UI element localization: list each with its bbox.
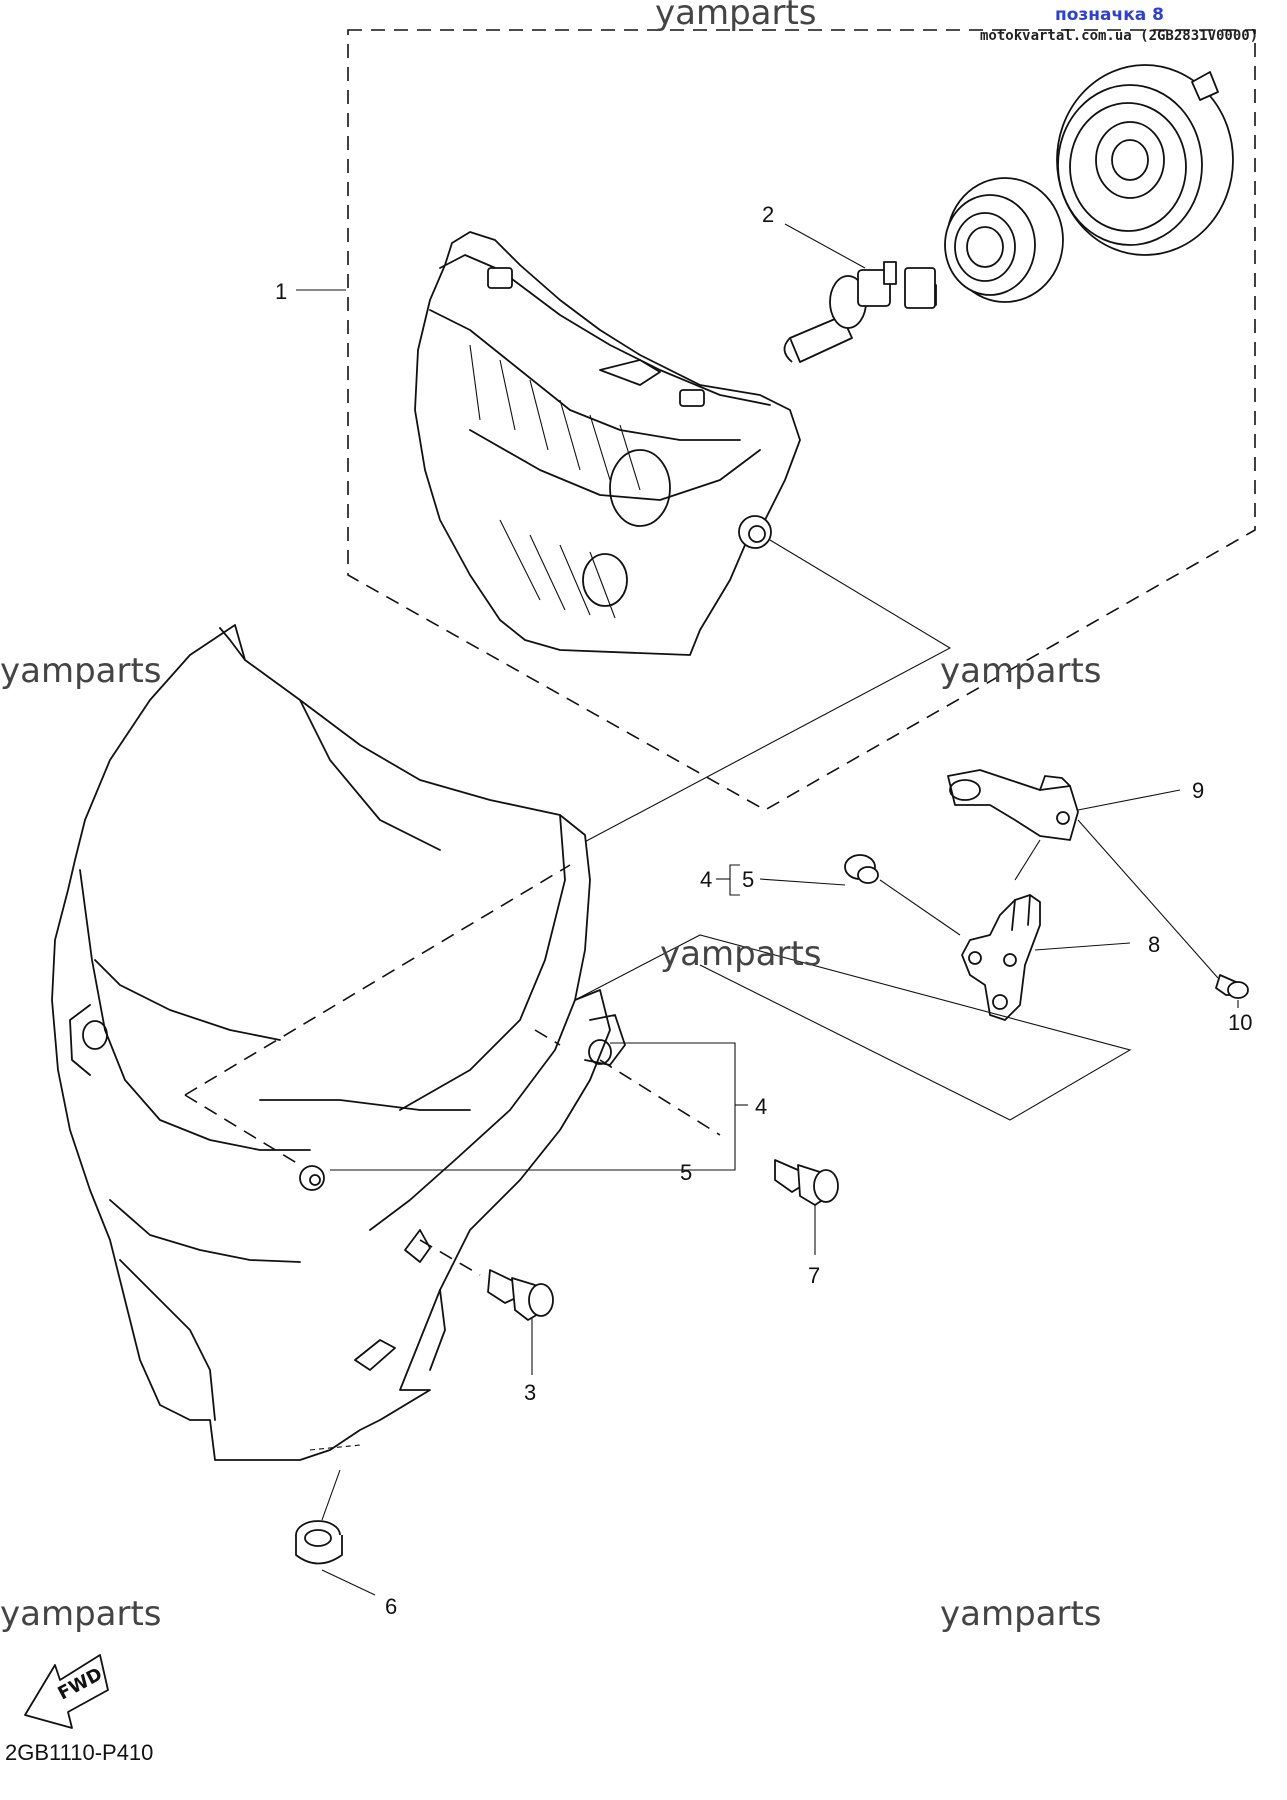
leader-line-collar bbox=[879, 879, 961, 936]
callout-8: 8 bbox=[1148, 932, 1160, 957]
callout-6: 6 bbox=[385, 1594, 397, 1619]
callout-4-kit: 4 bbox=[700, 867, 712, 892]
watermark-bottom-left: yamparts bbox=[0, 1594, 162, 1634]
callout-5: 5 bbox=[680, 1160, 692, 1185]
fwd-arrow-icon: FWD bbox=[24, 1654, 109, 1729]
fairing-grommet bbox=[299, 1165, 325, 1191]
callout-7: 7 bbox=[808, 1263, 820, 1288]
leader-line-5small bbox=[759, 878, 846, 886]
kit-bracket-4-small bbox=[729, 864, 740, 896]
bracket-mount-zone bbox=[574, 934, 1132, 1121]
grommet-6 bbox=[295, 1520, 343, 1565]
watermark-middle: yamparts bbox=[660, 934, 822, 974]
bolt-7 bbox=[774, 1159, 839, 1206]
front-fairing bbox=[51, 624, 626, 1461]
callout-9: 9 bbox=[1192, 778, 1204, 803]
mount-bracket-upper bbox=[947, 769, 1079, 841]
kit-bracket-4 bbox=[330, 1042, 736, 1171]
callout-10: 10 bbox=[1228, 1010, 1252, 1035]
figure-code: 2GB1110-P410 bbox=[5, 1740, 153, 1765]
alignment-dashed-fairing-right bbox=[184, 864, 571, 1096]
callout-1: 1 bbox=[275, 279, 287, 304]
leader-line-grommet6 bbox=[321, 1469, 341, 1521]
headlight-bulb bbox=[783, 261, 937, 363]
headlight-rear-cover bbox=[1056, 64, 1234, 256]
alignment-dashed-fairing-bolt bbox=[419, 1239, 481, 1276]
bolt-3 bbox=[487, 1269, 554, 1321]
callout-4: 4 bbox=[755, 1094, 767, 1119]
watermark-top: yamparts bbox=[655, 0, 817, 33]
headlight-assembly-boundary bbox=[347, 29, 1256, 811]
watermark-bottom-right: yamparts bbox=[940, 1594, 1102, 1634]
lens-mount-grommet bbox=[738, 515, 772, 549]
mount-bracket-stay bbox=[961, 894, 1041, 1021]
watermark-right: yamparts bbox=[940, 651, 1102, 691]
leader-line-6 bbox=[321, 1569, 376, 1596]
leader-line-stay bbox=[1014, 839, 1041, 881]
leader-line-9 bbox=[1077, 789, 1181, 811]
watermark-left: yamparts bbox=[0, 651, 162, 691]
leader-line-bolt10 bbox=[1077, 819, 1219, 979]
source-label: motokvartal.com.ua (2GB2831V0000) bbox=[980, 28, 1258, 44]
leader-line-2 bbox=[784, 223, 866, 269]
leader-line-8 bbox=[1034, 942, 1131, 951]
alignment-dashed-grommet bbox=[534, 1029, 721, 1136]
reference-badge: позначка 8 bbox=[1055, 5, 1164, 25]
headlight-lens-unit bbox=[414, 231, 801, 656]
bulb-socket-ring bbox=[944, 177, 1064, 303]
callout-5-small: 5 bbox=[742, 867, 754, 892]
bolt-10 bbox=[1215, 974, 1249, 999]
alignment-line-lens bbox=[559, 539, 952, 856]
callout-2: 2 bbox=[762, 202, 774, 227]
callout-3: 3 bbox=[524, 1380, 536, 1405]
collar-upper bbox=[844, 854, 879, 884]
